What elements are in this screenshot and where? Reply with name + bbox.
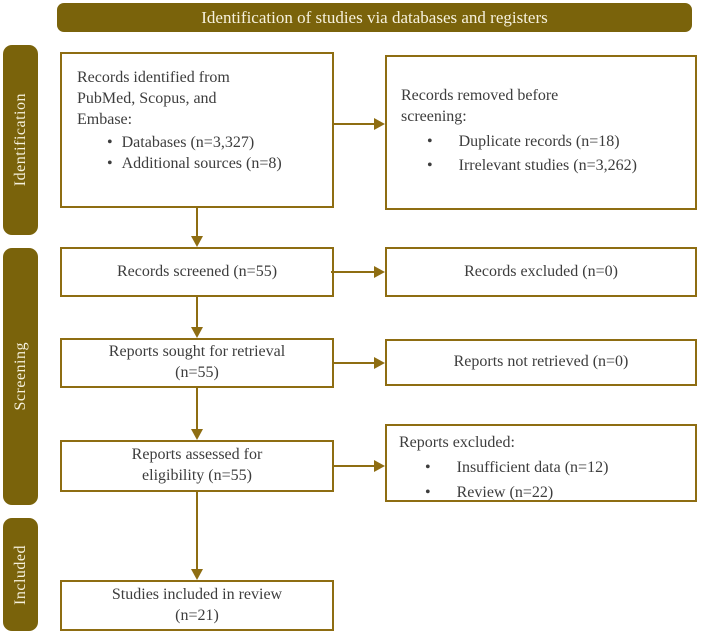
box-title: Reports excluded: [399,434,515,451]
stage-label-text: Identification [11,93,29,187]
box-text: Records excluded (n=0) [464,262,618,280]
box-records-identified: Records identified from PubMed, Scopus, … [60,52,334,208]
list-item-text: Databases (n=3,327) [121,134,255,152]
box-records-removed: Records removed before screening: • Dupl… [385,55,697,210]
list-item-text: Additional sources (n=8) [121,155,282,173]
bullet-icon: • [107,134,113,152]
bullet-list: • Duplicate records (n=18) • Irrelevant … [401,132,689,178]
box-text-line1: Studies included in review [111,585,283,603]
list-item: • Databases (n=3,327) [107,133,324,154]
box-records-screened: Records screened (n=55) [60,247,334,297]
bullet-list: • Insufficient data (n=12) • Review (n=2… [399,458,689,504]
box-text: Reports not retrieved (n=0) [453,353,629,371]
box-title: Records identified from PubMed, Scopus, … [77,69,230,128]
list-item: • Duplicate records (n=18) [427,132,689,153]
box-text-line2: (n=21) [175,606,219,624]
stage-label-included: Included [3,518,38,631]
list-item-text: Irrelevant studies (n=3,262) [458,157,637,175]
box-text-line2: (n=55) [175,364,219,381]
stage-label-screening: Screening [3,248,38,505]
list-item: • Review (n=22) [425,483,689,504]
stage-label-text: Screening [11,342,29,411]
bullet-icon: • [427,157,433,175]
stage-label-text: Included [11,544,29,605]
box-records-excluded: Records excluded (n=0) [385,247,697,297]
box-reports-sought: Reports sought for retrieval (n=55) [60,338,334,388]
box-reports-assessed: Reports assessed for eligibility (n=55) [60,440,334,492]
box-title: Records removed before screening: [401,87,559,125]
bullet-list: • Databases (n=3,327) • Additional sourc… [77,133,324,175]
diagram-title-banner: Identification of studies via databases … [57,3,692,32]
box-reports-not-retrieved: Reports not retrieved (n=0) [385,339,697,386]
list-item-text: Duplicate records (n=18) [458,132,620,150]
box-text: Records screened (n=55) [116,262,278,280]
bullet-icon: • [427,132,433,150]
list-item: • Additional sources (n=8) [107,154,324,175]
box-studies-included: Studies included in review (n=21) [60,580,334,631]
box-text-line1: Reports assessed for [131,446,263,464]
bullet-icon: • [425,458,431,476]
diagram-title: Identification of studies via databases … [201,7,548,27]
box-text-line2: eligibility (n=55) [142,467,252,484]
box-text-line1: Reports sought for retrieval [108,343,286,361]
list-item-text: Review (n=22) [456,483,554,501]
list-item: • Irrelevant studies (n=3,262) [427,156,689,177]
bullet-icon: • [107,155,113,173]
list-item-text: Insufficient data (n=12) [456,458,609,476]
stage-label-identification: Identification [3,45,38,235]
box-reports-excluded: Reports excluded: • Insufficient data (n… [385,424,697,502]
bullet-icon: • [425,483,431,501]
list-item: • Insufficient data (n=12) [425,458,689,479]
